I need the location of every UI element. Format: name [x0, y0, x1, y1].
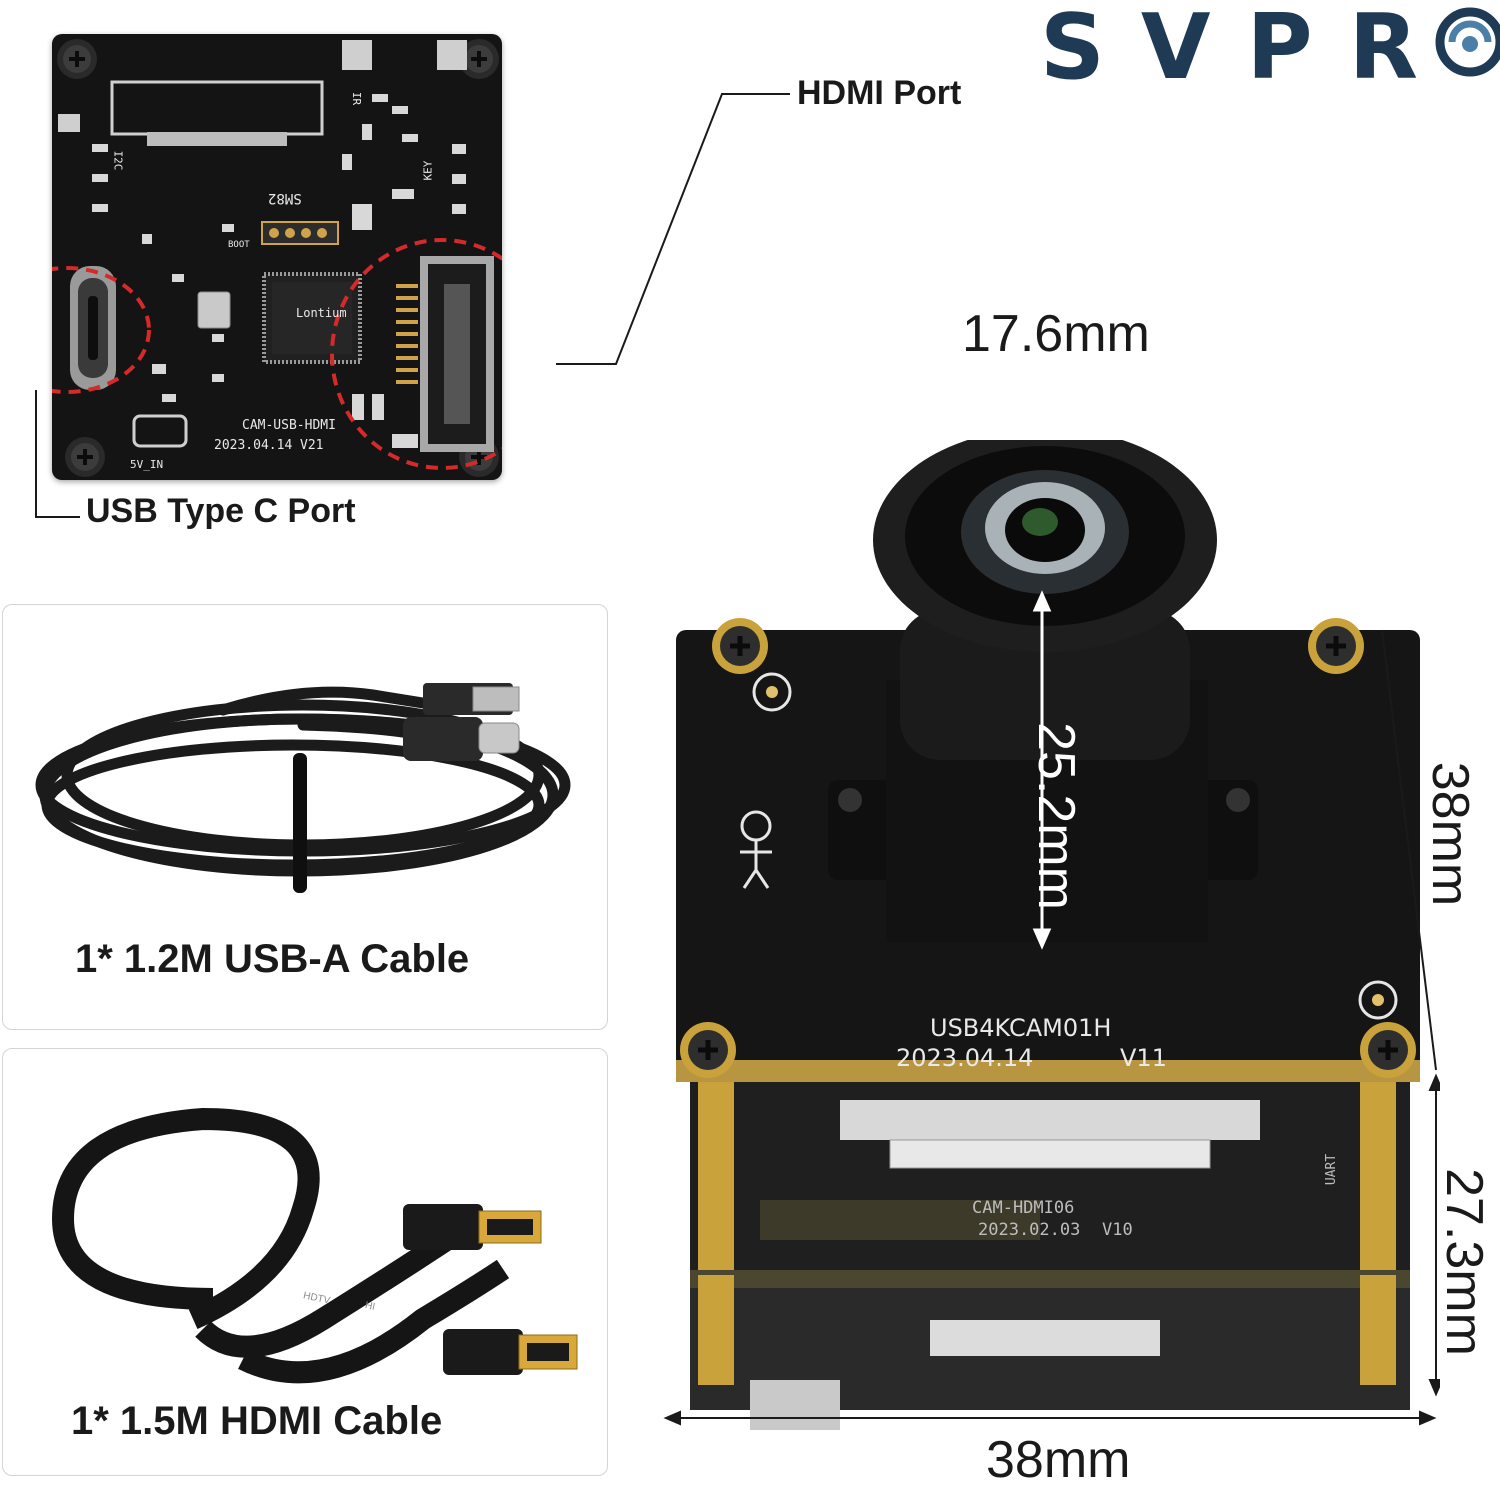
usb-c-port [70, 266, 116, 390]
hdmi-port [396, 256, 494, 452]
hdmi-flat-cable-icon [52, 1108, 578, 1384]
board-edge [676, 1060, 1420, 1082]
usb-c-highlight [0, 266, 151, 394]
accessory-card-hdmi: HDTV HI 1* 1.5M HDMI Cable [2, 1048, 608, 1476]
camera-module-graphic [663, 366, 1444, 1430]
screw-icon [65, 437, 105, 477]
pad [437, 40, 467, 70]
brass-standoff [698, 1080, 1396, 1385]
lens-height-dimension: 25.2mm [1026, 722, 1085, 910]
boot-header [261, 221, 339, 245]
usb-cable-caption: 1* 1.2M USB-A Cable [75, 937, 470, 981]
sensor-board-date: 2023.04.14 [896, 1044, 1034, 1072]
usb-c-plug-icon [403, 717, 520, 761]
hdmi-board-version: V10 [1102, 1220, 1133, 1240]
screw-icon [459, 39, 499, 79]
lens-barrel [873, 428, 1217, 760]
brand-logo-swirl-icon [1448, 20, 1492, 43]
silk-i2c: I2C [111, 150, 125, 171]
cable-tie [293, 753, 307, 893]
hdmi-board-date: 2023.02.03 [978, 1220, 1081, 1240]
usb-hdmi-board: Lontium CAM-USB-HDMI 2023.04.14 V21 5V_I… [0, 34, 554, 480]
usb-c-port-label: USB Type C Port [86, 492, 356, 530]
brand-logo: SVPR [1040, 0, 1500, 100]
hdmi-cable-caption: 1* 1.5M HDMI Cable [71, 1399, 443, 1443]
sensor-board-model: USB4KCAM01H [930, 1014, 1112, 1042]
silk-5v-in: 5V_IN [130, 458, 164, 471]
silk-sm-label: SM82 [268, 190, 302, 206]
screw-icon [1308, 618, 1364, 674]
brand-logo-ring-icon [1435, 7, 1500, 77]
hdmi-board-uart: UART [1324, 1153, 1340, 1186]
fpc-pins [147, 132, 287, 146]
screw-icon [680, 1022, 736, 1078]
camera-module: USB4KCAM01H 2023.04.14 V11 CAM-HDMI06 20… [660, 366, 1444, 1440]
screw-icon [1360, 1022, 1416, 1078]
silk-board-date: 2023.04.14 [214, 438, 293, 453]
power-pad [132, 414, 188, 448]
hdmi-board-name: CAM-HDMI06 [972, 1198, 1075, 1218]
usb-hdmi-board-graphic [0, 39, 554, 477]
brand-logo-text: SVPR [1040, 0, 1420, 86]
silk-board-name: CAM-USB-HDMI [242, 418, 336, 433]
hdmi-plug-icon [403, 1204, 542, 1250]
hdmi-port-label: HDMI Port [797, 74, 962, 112]
mount-hole-icon [752, 672, 792, 712]
silk-key: KEY [421, 160, 435, 181]
board-width-dimension: 38mm [986, 1431, 1131, 1489]
hdmi-plug-icon [443, 1329, 578, 1375]
screw-icon [712, 618, 768, 674]
pad [58, 114, 80, 132]
silk-board-version: V21 [300, 438, 324, 453]
silk-boot: BOOT [228, 240, 250, 250]
stack-height-dimension: 27.3mm [1434, 1168, 1493, 1356]
accessory-card-usb: 1* 1.2M USB-A Cable [2, 604, 608, 1030]
smd-components [92, 94, 466, 448]
silk-ir: IR [350, 91, 364, 106]
sensor-board-version: V11 [1120, 1044, 1167, 1072]
lens-height-arrow [1032, 590, 1052, 950]
screw-icon [57, 39, 97, 79]
pad [342, 40, 372, 70]
stick-figure-icon [740, 810, 772, 889]
brand-logo-dot-icon [1462, 36, 1478, 52]
fpc-connector [110, 80, 324, 136]
crystal-oscillator [197, 291, 231, 329]
brand-logo-graphic: SVPR [1040, 0, 1500, 100]
lower-board-stack [690, 1060, 1410, 1430]
board-height-dimension: 38mm [1421, 761, 1480, 907]
lens-width-dimension: 17.6mm [962, 305, 1150, 363]
hdmi-callout-line [556, 93, 790, 365]
mount-hole-icon [1358, 980, 1398, 1020]
usb-cable-coil-icon [35, 683, 571, 893]
silk-chip-brand: Lontium [296, 306, 347, 320]
usb-a-plug-icon [423, 683, 520, 715]
